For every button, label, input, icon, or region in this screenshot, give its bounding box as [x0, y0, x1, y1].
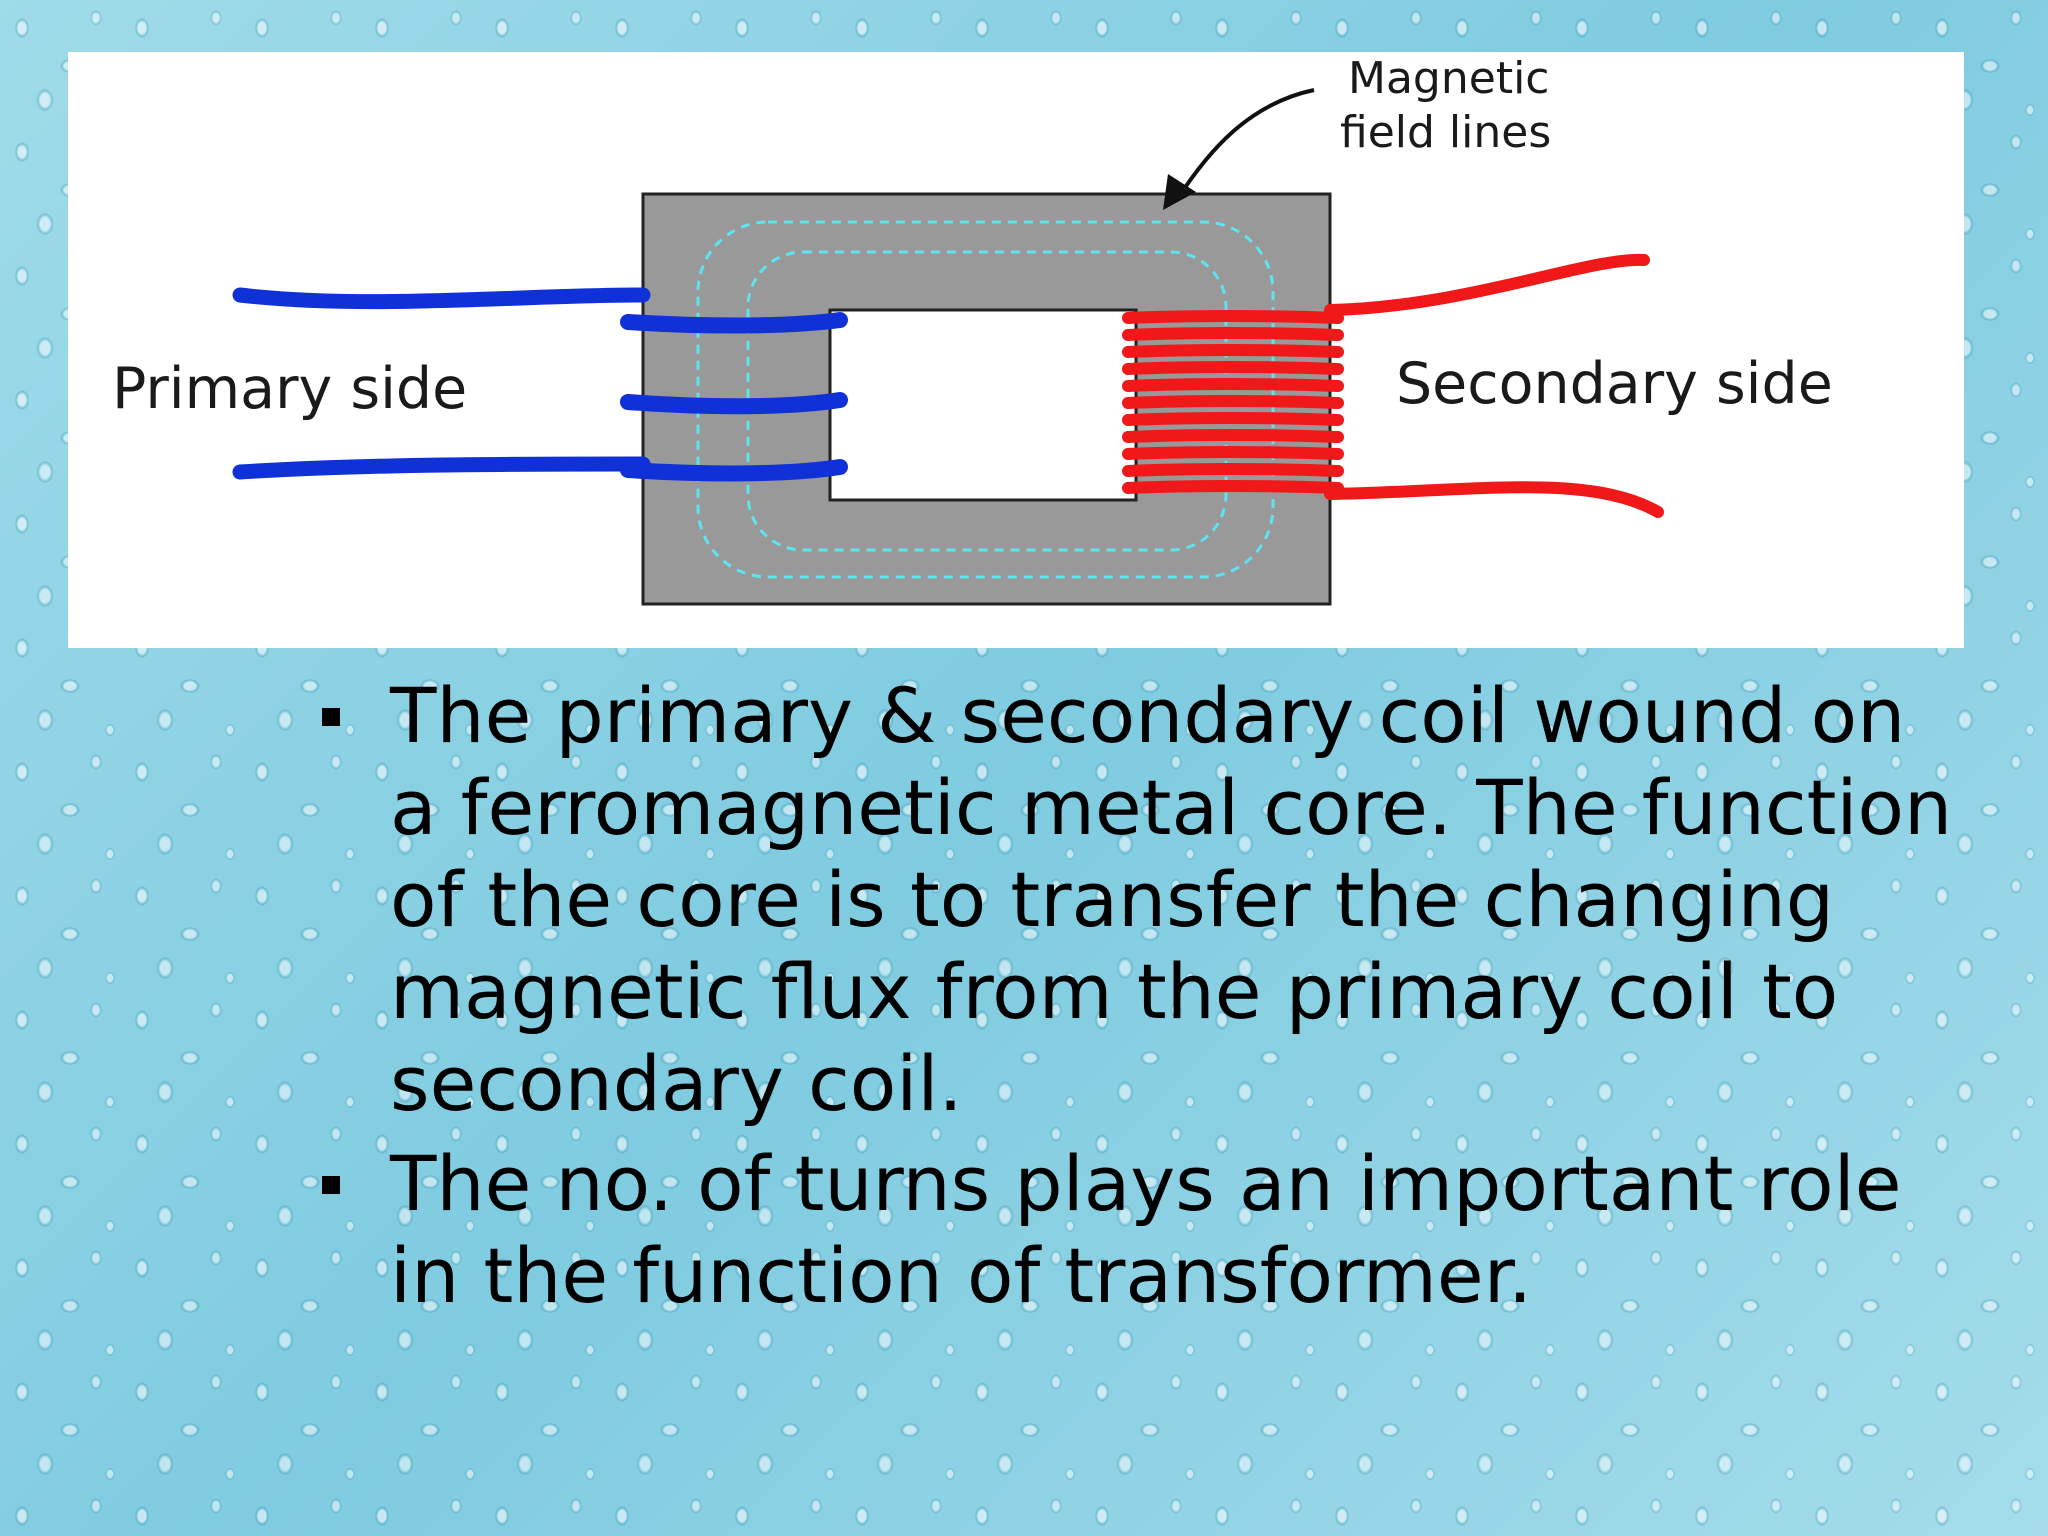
primary-leads: [232, 287, 651, 480]
primary-coil: [620, 312, 848, 482]
bullet-text: The primary & secondary coil wound on a …: [390, 671, 1953, 1128]
transformer-svg: Magnetic field lines Primary side Second…: [112, 53, 1833, 606]
transformer-diagram: Magnetic field lines Primary side Second…: [68, 52, 1964, 648]
bullet-item: The no. of turns plays an important role…: [300, 1138, 1960, 1322]
secondary-leads: [1324, 253, 1664, 518]
secondary-side-label: Secondary side: [1396, 351, 1833, 417]
bullet-list: The primary & secondary coil wound on a …: [300, 670, 1960, 1330]
arrow: [1163, 88, 1315, 210]
square-bullet-icon: [322, 1176, 340, 1194]
secondary-coil: [1122, 310, 1344, 494]
square-bullet-icon: [322, 708, 340, 726]
primary-side-label: Primary side: [112, 356, 467, 422]
bullet-text: The no. of turns plays an important role…: [390, 1139, 1902, 1320]
magnetic-label-line2: field lines: [1340, 107, 1551, 158]
magnetic-label-line1: Magnetic: [1348, 53, 1549, 104]
bullet-item: The primary & secondary coil wound on a …: [300, 670, 1960, 1130]
